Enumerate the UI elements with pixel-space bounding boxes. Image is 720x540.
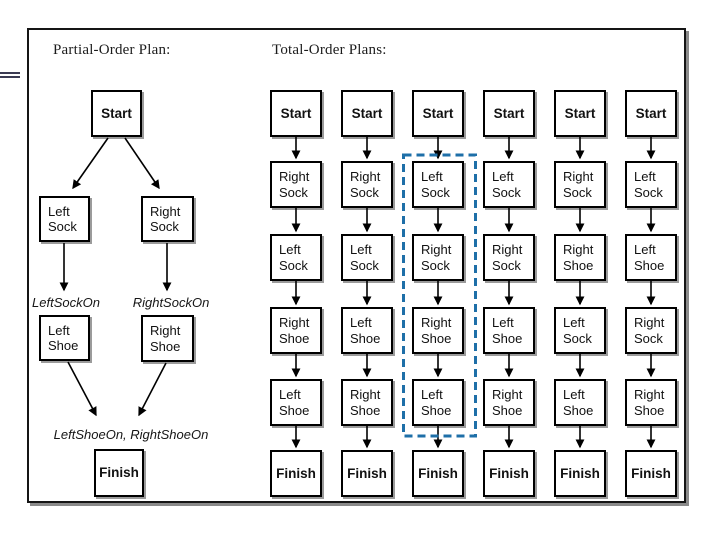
box-finish: Finish <box>483 450 535 497</box>
box-finish: Finish <box>554 450 606 497</box>
box-finish: Finish <box>270 450 322 497</box>
box-start: Start <box>341 90 393 137</box>
box-left-shoe: Left Shoe <box>341 307 393 354</box>
box-left-sock: Left Sock <box>412 161 464 208</box>
box-right-shoe: Right Shoe <box>341 379 393 426</box>
box-left-shoe: Left Shoe <box>412 379 464 426</box>
box-start: Start <box>483 90 535 137</box>
box-right-shoe: Right Shoe <box>483 379 535 426</box>
box-right-sock: Right Sock <box>341 161 393 208</box>
box-start: Start <box>91 90 142 137</box>
box-right-shoe: Right Shoe <box>412 307 464 354</box>
causal-link-label: LeftSockOn <box>32 295 100 310</box>
box-right-sock: Right Sock <box>625 307 677 354</box>
box-right-shoe: Right Shoe <box>270 307 322 354</box>
box-start: Start <box>554 90 606 137</box>
box-right-shoe: Right Shoe <box>554 234 606 281</box>
box-left-sock: Left Sock <box>625 161 677 208</box>
box-left-shoe: Left Shoe <box>270 379 322 426</box>
box-start: Start <box>625 90 677 137</box>
box-right-sock: Right Sock <box>270 161 322 208</box>
box-right-sock: Right Sock <box>412 234 464 281</box>
box-right-shoe: Right Shoe <box>625 379 677 426</box>
box-start: Start <box>270 90 322 137</box>
box-left-sock: Left Sock <box>554 307 606 354</box>
box-finish: Finish <box>625 450 677 497</box>
total-order-title: Total-Order Plans: <box>272 42 387 58</box>
slide-edge-mark-bottom <box>0 76 20 78</box>
slide-edge-mark-top <box>0 72 20 74</box>
box-right-sock: Right Sock <box>483 234 535 281</box>
box-finish: Finish <box>94 449 144 497</box>
box-finish: Finish <box>412 450 464 497</box>
box-left-shoe: Left Shoe <box>39 315 90 361</box>
box-right-sock: Right Sock <box>141 196 194 242</box>
causal-link-label: RightSockOn <box>132 295 210 310</box>
box-left-shoe: Left Shoe <box>554 379 606 426</box>
box-left-shoe: Left Shoe <box>625 234 677 281</box>
box-start: Start <box>412 90 464 137</box>
partial-order-title: Partial-Order Plan: <box>53 42 171 58</box>
box-finish: Finish <box>341 450 393 497</box>
box-left-sock: Left Sock <box>341 234 393 281</box>
causal-link-label: LeftShoeOn, RightShoeOn <box>53 427 209 442</box>
box-right-sock: Right Sock <box>554 161 606 208</box>
box-left-sock: Left Sock <box>39 196 90 242</box>
box-right-shoe: Right Shoe <box>141 315 194 362</box>
box-left-sock: Left Sock <box>483 161 535 208</box>
box-left-shoe: Left Shoe <box>483 307 535 354</box>
box-left-sock: Left Sock <box>270 234 322 281</box>
